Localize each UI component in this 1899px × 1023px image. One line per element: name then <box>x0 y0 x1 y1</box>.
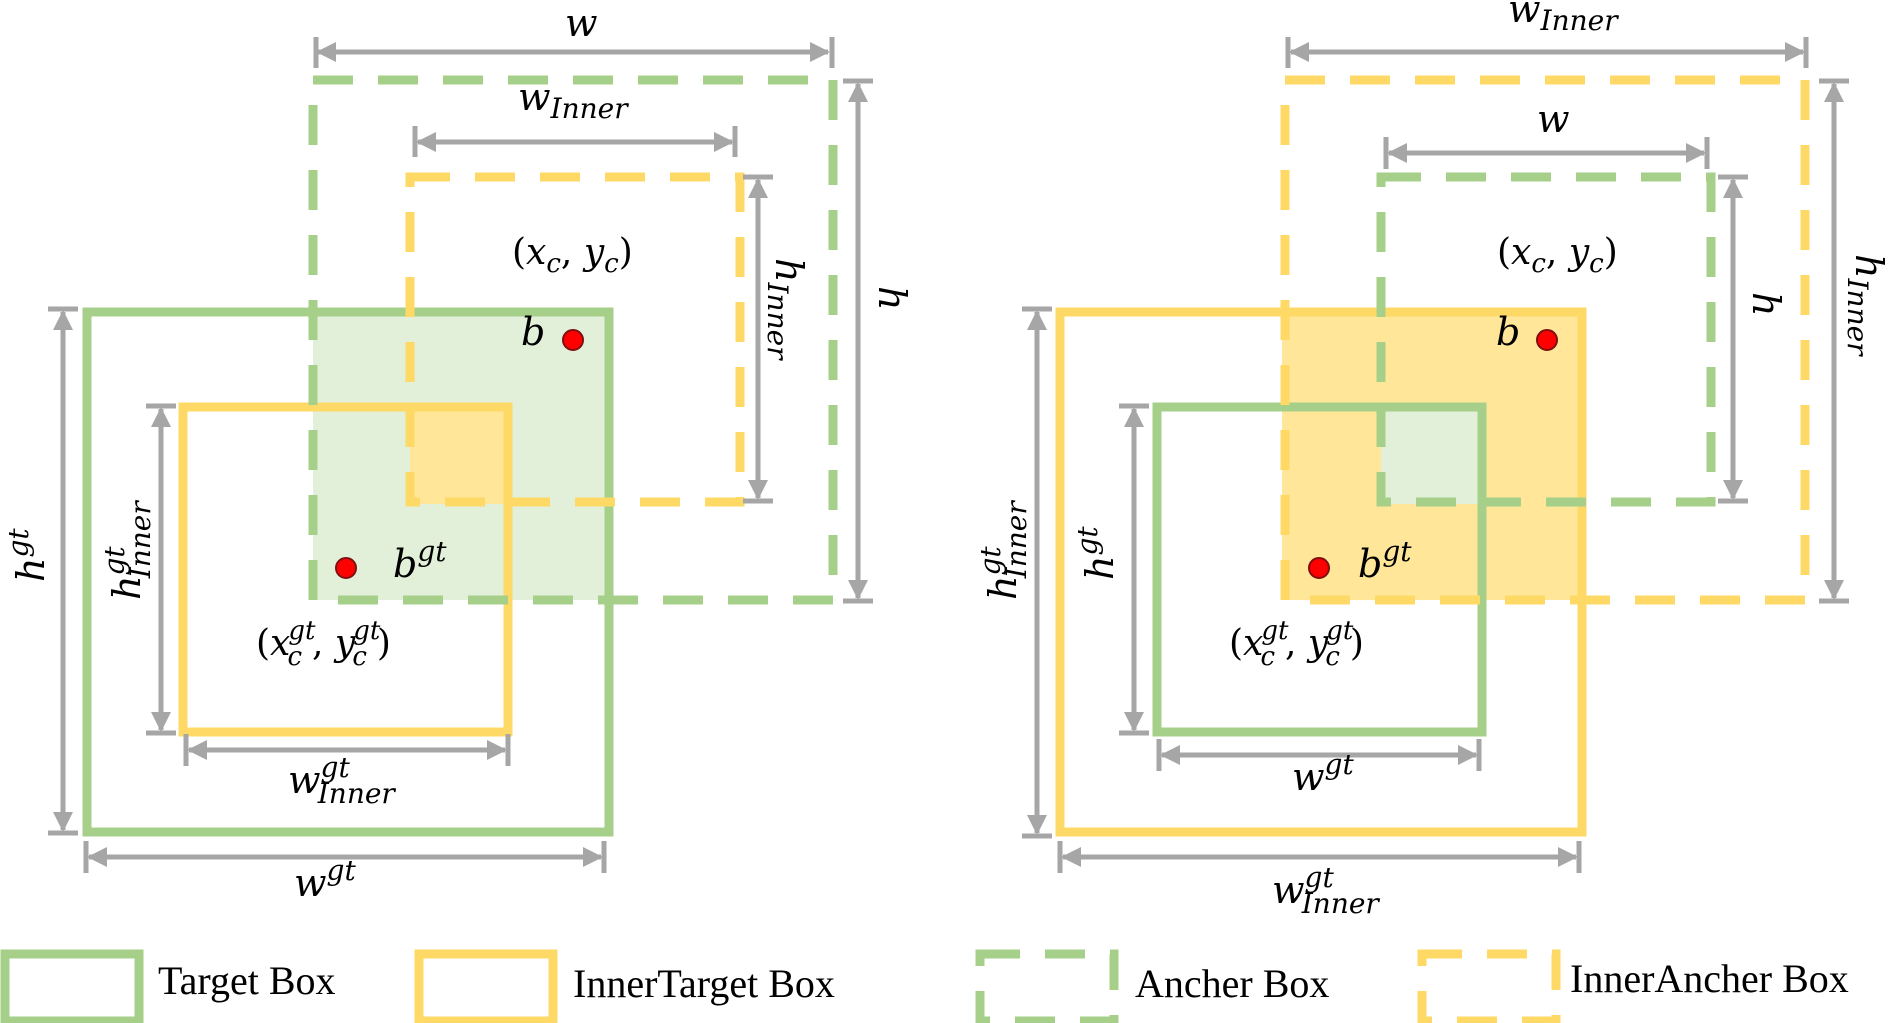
left-b-label: b <box>521 310 545 354</box>
right-dimension-lines <box>1022 37 1849 873</box>
right-hgt-label: hgt <box>1071 526 1122 580</box>
legend-target-box-swatch <box>0 949 144 1023</box>
right-inner-overlap-shade <box>1381 404 1483 504</box>
legend: Target Box InnerTarget Box Ancher Box In… <box>0 949 1849 1023</box>
right-w-inner-label: wInner <box>1508 0 1619 37</box>
left-hgt-inner-label: hgtInner <box>98 500 157 600</box>
left-h-inner-label: hInner <box>761 258 811 361</box>
right-h-inner-label: hInner <box>1841 254 1891 357</box>
legend-item-target-box: Target Box <box>0 949 336 1023</box>
right-anchor-box <box>1376 172 1716 507</box>
left-anchor-center-point <box>562 329 584 351</box>
right-w-label: w <box>1537 97 1570 141</box>
left-dimension-lines <box>48 37 873 873</box>
legend-target-box-label: Target Box <box>158 958 336 1003</box>
left-wgt-label: wgt <box>294 854 356 905</box>
left-target-box <box>82 307 614 837</box>
legend-inner-target-box-label: InnerTarget Box <box>573 961 835 1006</box>
legend-ancher-box-swatch <box>975 949 1119 1023</box>
left-inner-target-box <box>178 402 513 737</box>
left-anchor-center-label: (xc, yc) <box>512 232 633 279</box>
right-target-center-point <box>1308 557 1330 579</box>
left-w-label: w <box>565 1 598 45</box>
legend-item-ancher-box: Ancher Box <box>975 949 1329 1023</box>
right-wgt-label: wgt <box>1292 748 1354 799</box>
left-h-label: h <box>870 286 914 310</box>
left-w-inner-label: wInner <box>518 75 629 125</box>
right-h-label: h <box>1744 292 1788 316</box>
left-target-center-point <box>335 557 357 579</box>
right-target-box <box>1152 402 1487 737</box>
right-anchor-center-point <box>1536 329 1558 351</box>
left-bgt-label: bgt <box>393 535 447 586</box>
legend-ancher-box-label: Ancher Box <box>1135 961 1329 1006</box>
left-anchor-box <box>308 75 838 605</box>
right-b-label: b <box>1496 310 1520 354</box>
right-inner-anchor-box <box>1280 75 1810 605</box>
left-inner-overlap-shade <box>410 404 512 504</box>
legend-inner-ancher-box-swatch <box>1417 949 1561 1023</box>
legend-inner-ancher-box-label: InnerAncher Box <box>1570 956 1849 1001</box>
right-inner-target-box <box>1055 307 1587 837</box>
right-hgt-inner-label: hgtInner <box>974 500 1033 600</box>
legend-item-inner-ancher-box: InnerAncher Box <box>1417 949 1849 1023</box>
legend-item-inner-target-box: InnerTarget Box <box>414 949 835 1023</box>
right-anchor-center-label: (xc, yc) <box>1497 232 1618 279</box>
left-hgt-label: hgt <box>2 528 53 582</box>
legend-inner-target-box-swatch <box>414 949 558 1023</box>
left-inner-anchor-box <box>405 172 745 507</box>
right-bgt-label: bgt <box>1358 535 1412 586</box>
